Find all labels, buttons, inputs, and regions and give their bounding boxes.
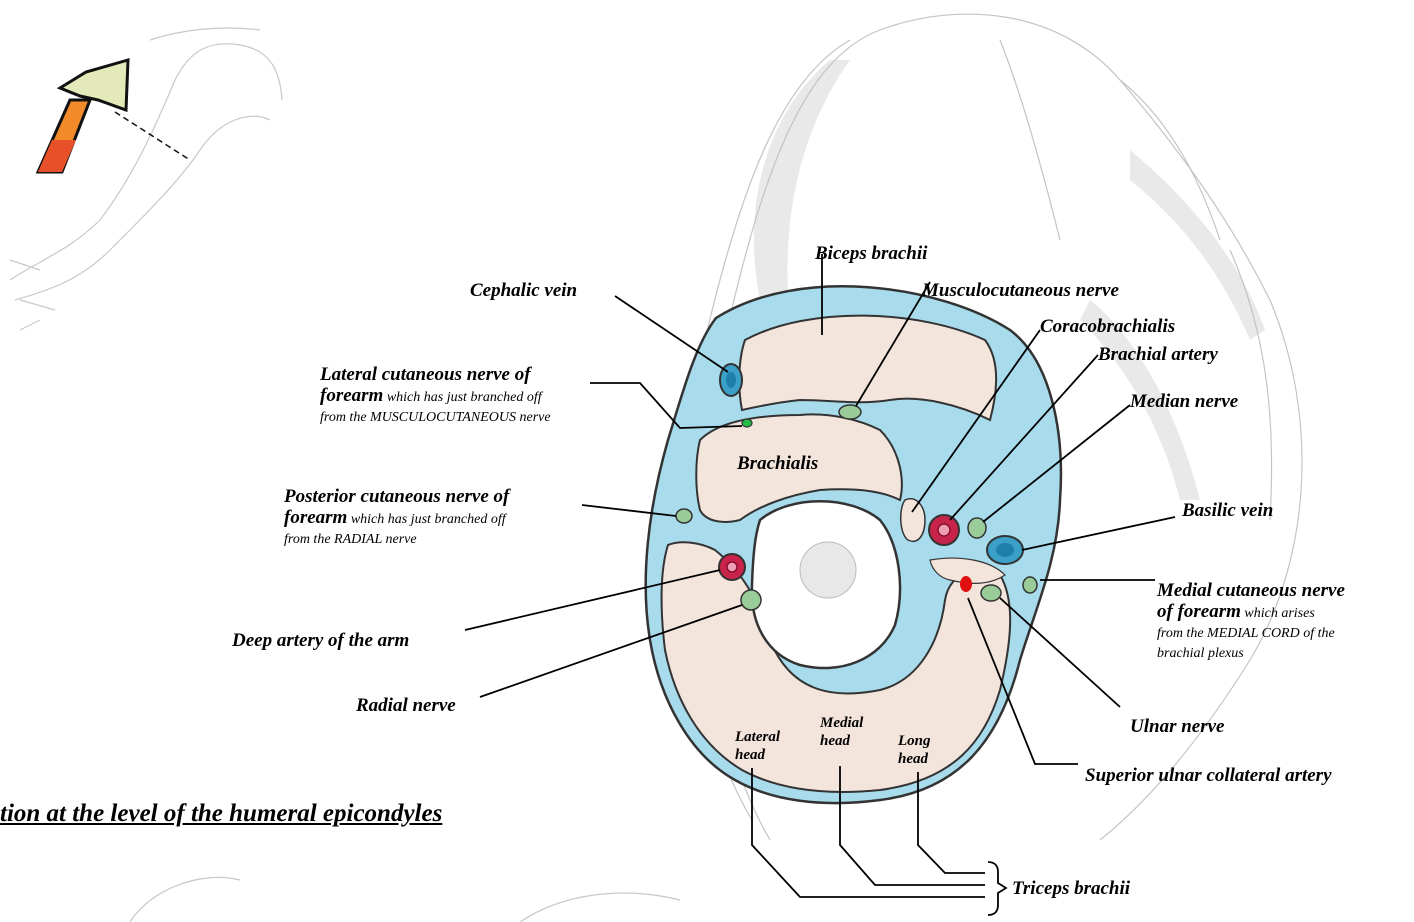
superior-ulnar-collateral-artery [960,576,972,592]
note-medial-line1: Medial cutaneous nerve [1157,580,1345,602]
note-medial-line4: brachial plexus [1157,644,1345,664]
label-cephalic-vein: Cephalic vein [470,280,577,302]
medial-head-line2: head [820,732,863,750]
label-superior-ulnar-collateral-artery: Superior ulnar collateral artery [1085,765,1332,787]
label-coracobrachialis: Coracobrachialis [1040,316,1175,338]
posterior-cutaneous-nerve [676,509,692,523]
note-medial-bold: of forearm [1157,601,1241,622]
label-radial-nerve: Radial nerve [356,695,456,717]
note-medial-line3: from the MEDIAL CORD of the [1157,624,1345,644]
lateral-head-line2: head [735,746,780,764]
label-median-nerve: Median nerve [1130,391,1238,413]
musculocutaneous-nerve [839,405,861,419]
label-ulnar-nerve: Ulnar nerve [1130,716,1224,738]
basilic-vein-inner [996,543,1014,557]
note-lateral-line1: Lateral cutaneous nerve of [320,364,551,386]
label-medial-head: Medial head [820,714,863,750]
note-medial-rest: which arises [1241,606,1315,621]
label-deep-artery: Deep artery of the arm [232,630,409,652]
coracobrachialis-muscle [901,499,925,542]
label-musculocutaneous-nerve: Musculocutaneous nerve [922,280,1119,302]
note-posterior-rest: which has just branched off [347,512,505,527]
label-biceps-brachii: Biceps brachii [815,243,927,265]
label-brachialis: Brachialis [737,453,818,475]
small-arm-sketch [10,28,282,330]
medial-head-line1: Medial [820,714,863,732]
axe-icon [38,60,190,172]
cephalic-vein-inner [726,372,736,388]
label-triceps-brachii: Triceps brachii [1012,878,1130,900]
deep-artery-inner [727,562,737,572]
label-long-head: Long head [898,732,931,768]
note-lateral-bold: forearm [320,385,383,406]
note-posterior-bold: forearm [284,507,347,528]
note-lateral-line3: from the MUSCULOCUTANEOUS nerve [320,408,551,428]
note-medial-cutaneous-nerve: Medial cutaneous nerve of forearm which … [1157,580,1345,664]
note-lateral-cutaneous-nerve: Lateral cutaneous nerve of forearm which… [320,364,551,428]
label-basilic-vein: Basilic vein [1182,500,1273,522]
section-heading: tion at the level of the humeral epicond… [0,800,442,828]
label-lateral-head: Lateral head [735,728,780,764]
radial-nerve [741,590,761,610]
bottom-sketch [130,877,680,922]
long-head-line1: Long [898,732,931,750]
brachial-artery-inner [938,524,950,536]
note-posterior-cutaneous-nerve: Posterior cutaneous nerve of forearm whi… [284,486,509,550]
lateral-cutaneous-nerve [742,419,752,427]
ulnar-nerve [981,585,1001,601]
note-posterior-line1: Posterior cutaneous nerve of [284,486,509,508]
lateral-head-line1: Lateral [735,728,780,746]
note-lateral-rest: which has just branched off [383,390,541,405]
label-brachial-artery: Brachial artery [1098,344,1218,366]
medial-cutaneous-nerve [1023,577,1037,593]
long-head-line2: head [898,750,931,768]
note-posterior-line3: from the RADIAL nerve [284,530,509,550]
bone-marrow [800,542,856,598]
